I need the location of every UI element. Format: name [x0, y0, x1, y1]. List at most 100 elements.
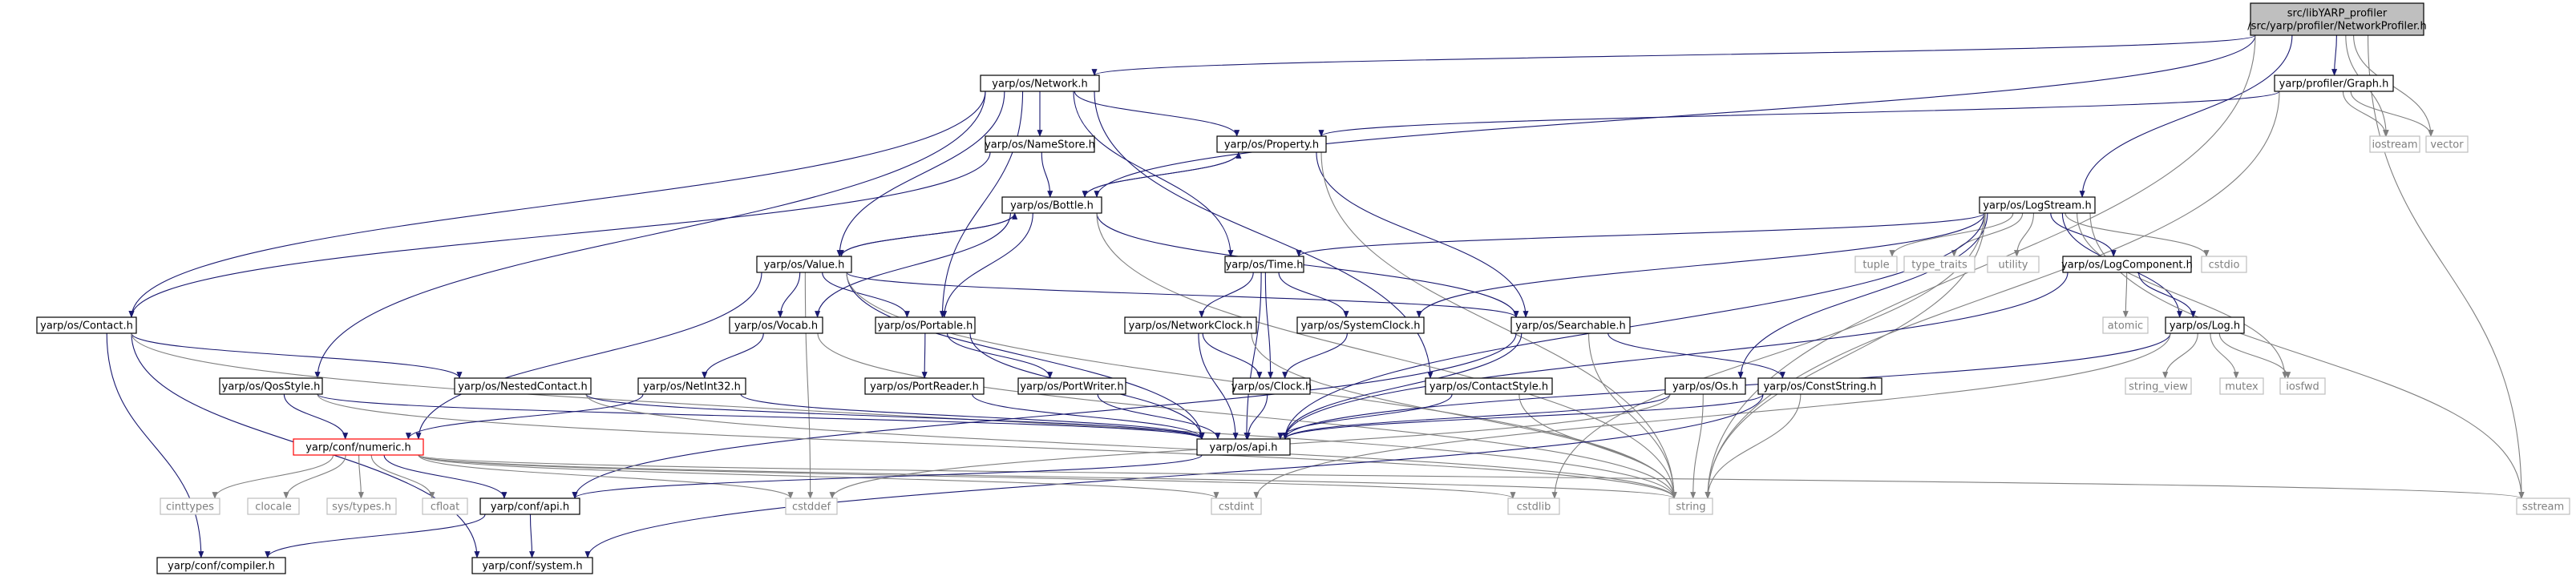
edge-contact-to-compiler	[106, 332, 204, 558]
edge-searchable-to-conststring	[1607, 332, 1785, 379]
node-logstream[interactable]: yarp/os/LogStream.h	[1979, 196, 2096, 214]
node-graph[interactable]: yarp/profiler/Graph.h	[2274, 75, 2394, 92]
node-box-networkclock	[1124, 316, 1257, 334]
node-clock[interactable]: yarp/os/Clock.h	[1231, 377, 1312, 395]
node-label: yarp/os/Clock.h	[1231, 381, 1312, 393]
node-box-clock	[1232, 377, 1311, 395]
node-compiler[interactable]: yarp/conf/compiler.h	[156, 557, 286, 574]
edge-bottle-to-property	[1084, 151, 1242, 198]
node-time[interactable]: yarp/os/Time.h	[1224, 256, 1304, 273]
node-label: yarp/os/Contact.h	[40, 320, 133, 332]
node-box-string_view	[2125, 377, 2192, 395]
node-box-log	[2165, 316, 2245, 334]
node-box-clocale	[247, 497, 300, 515]
edge-logcomponent-to-log	[2138, 272, 2196, 318]
edge-network-to-property	[1074, 91, 1240, 137]
node-bottle[interactable]: yarp/os/Bottle.h	[1001, 196, 1102, 214]
node-box-searchable	[1510, 316, 1631, 334]
node-log[interactable]: yarp/os/Log.h	[2165, 316, 2245, 334]
node-namestore[interactable]: yarp/os/NameStore.h	[985, 135, 1095, 153]
node-cstdlib: cstdlib	[1507, 497, 1560, 515]
edge-numeric-to-cstdlib	[418, 454, 1516, 499]
node-label: yarp/os/ContactStyle.h	[1430, 381, 1548, 393]
node-clocale: clocale	[247, 497, 300, 515]
edge-root-to-logstream	[2079, 34, 2293, 198]
node-cfloat: cfloat	[422, 497, 468, 515]
edge-bottle-to-string	[1096, 212, 1677, 499]
node-conststring[interactable]: yarp/os/ConstString.h	[1757, 377, 1882, 395]
node-portreader[interactable]: yarp/os/PortReader.h	[864, 377, 985, 395]
edge-contact-to-nestedcontact	[131, 332, 463, 379]
node-network[interactable]: yarp/os/Network.h	[980, 75, 1100, 92]
edge-graph-to-iostream	[2342, 91, 2389, 137]
edge-property-to-string	[1320, 151, 1677, 499]
node-label: yarp/os/Searchable.h	[1515, 320, 1626, 332]
node-label: sys/types.h	[332, 501, 391, 514]
node-portwriter[interactable]: yarp/os/PortWriter.h	[1017, 377, 1126, 395]
node-os[interactable]: yarp/os/Os.h	[1664, 377, 1746, 395]
node-label: sstream	[2522, 501, 2564, 514]
edge-searchable-to-api	[1282, 332, 1523, 440]
edge-logstream-to-tuple	[1889, 212, 2014, 257]
node-property[interactable]: yarp/os/Property.h	[1216, 135, 1327, 153]
edge-namestore-to-contact	[128, 151, 991, 318]
node-label: yarp/conf/numeric.h	[305, 442, 411, 454]
edge-value-to-bottle	[840, 212, 1018, 257]
node-networkclock[interactable]: yarp/os/NetworkClock.h	[1124, 316, 1257, 334]
node-label: yarp/os/PortWriter.h	[1020, 381, 1123, 393]
edge-numeric-to-string	[418, 454, 1677, 499]
node-value[interactable]: yarp/os/Value.h	[756, 256, 852, 273]
node-box-contact	[36, 316, 137, 334]
node-numeric[interactable]: yarp/conf/numeric.h	[293, 438, 424, 456]
node-label: yarp/os/LogStream.h	[1983, 200, 2091, 212]
node-nestedcontact[interactable]: yarp/os/NestedContact.h	[454, 377, 592, 395]
node-label: yarp/profiler/Graph.h	[2279, 79, 2389, 91]
node-label: yarp/os/Property.h	[1224, 139, 1319, 151]
node-box-cfloat	[422, 497, 468, 515]
edge-logcomponent-to-atomic	[2122, 272, 2129, 318]
node-netint32[interactable]: yarp/os/NetInt32.h	[637, 377, 746, 395]
edge-portable-to-portwriter	[946, 332, 1053, 379]
edge-value-to-searchable	[846, 272, 1519, 318]
node-api[interactable]: yarp/os/api.h	[1196, 438, 1291, 456]
node-portable[interactable]: yarp/os/Portable.h	[875, 316, 976, 334]
node-box-vector	[2425, 135, 2469, 153]
node-box-cstdio	[2201, 256, 2247, 273]
node-box-portable	[875, 316, 976, 334]
edge-logstream-to-type_traits	[1951, 212, 2024, 257]
node-label: string_view	[2129, 381, 2188, 393]
node-label: cfloat	[431, 501, 459, 514]
edges-layer	[106, 34, 2525, 558]
node-box-string	[1668, 497, 1713, 515]
node-confapi[interactable]: yarp/conf/api.h	[479, 497, 580, 515]
edge-networkclock-to-api	[1198, 332, 1239, 440]
edge-root-to-sstream	[2368, 34, 2525, 499]
node-label: cstdlib	[1517, 501, 1551, 514]
edge-os-to-string	[1690, 393, 1704, 499]
edge-logstream-to-cstdio	[2064, 212, 2210, 257]
node-systemclock[interactable]: yarp/os/SystemClock.h	[1296, 316, 1425, 334]
edge-value-to-cstddef	[804, 272, 814, 499]
node-systypes: sys/types.h	[326, 497, 397, 515]
node-label: yarp/os/Os.h	[1672, 381, 1738, 393]
node-contactstyle[interactable]: yarp/os/ContactStyle.h	[1425, 377, 1553, 395]
node-label: type_traits	[1911, 260, 1967, 272]
node-iosfwd: iosfwd	[2279, 377, 2326, 395]
node-label: yarp/os/Log.h	[2170, 320, 2240, 332]
node-label: yarp/os/NestedContact.h	[458, 381, 588, 393]
node-box-netint32	[637, 377, 746, 395]
node-box-api	[1196, 438, 1291, 456]
edge-netint32-to-numeric	[405, 393, 644, 440]
node-searchable[interactable]: yarp/os/Searchable.h	[1510, 316, 1631, 334]
node-contact[interactable]: yarp/os/Contact.h	[36, 316, 137, 334]
node-label: yarp/os/NetworkClock.h	[1129, 320, 1253, 332]
edge-graph-to-string	[1705, 91, 2280, 499]
node-vocab[interactable]: yarp/os/Vocab.h	[729, 316, 823, 334]
node-system[interactable]: yarp/conf/system.h	[471, 557, 593, 574]
edge-portable-to-portreader	[921, 332, 928, 379]
edge-logstream-to-sstream	[2089, 212, 2525, 499]
node-logcomponent[interactable]: yarp/os/LogComponent.h	[2061, 256, 2193, 273]
node-box-systypes	[326, 497, 397, 515]
node-qosstyle[interactable]: yarp/os/QosStyle.h	[219, 377, 323, 395]
node-box-cstdlib	[1507, 497, 1560, 515]
